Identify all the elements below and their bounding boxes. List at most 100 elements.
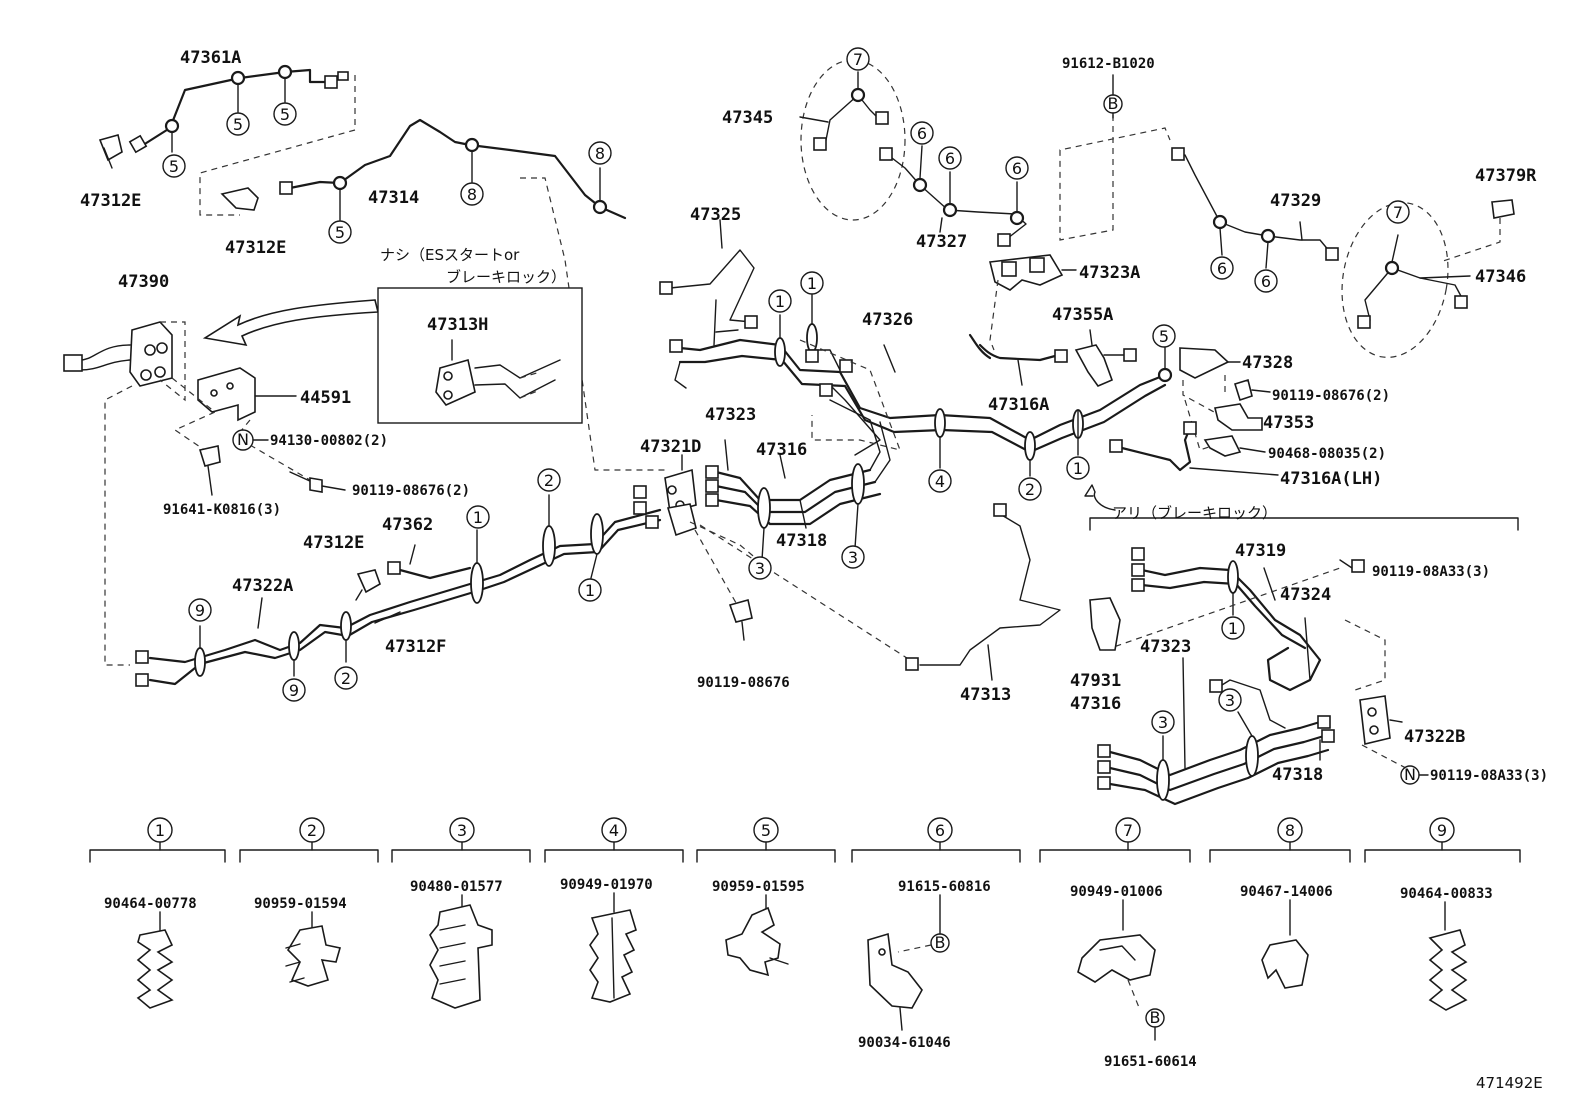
clip-90468 <box>1203 435 1266 457</box>
tube-group-right-lower <box>1097 657 1335 806</box>
svg-text:8: 8 <box>595 144 605 163</box>
label-47325: 47325 <box>690 205 741 225</box>
legend-part-6: 91615-60816 <box>898 879 991 895</box>
label-47313H: 47313H <box>427 315 488 335</box>
label-47312E-c: 47312E <box>303 533 364 553</box>
label-47316-b: 47316 <box>1070 694 1121 714</box>
label-47326: 47326 <box>862 310 913 330</box>
label-47390: 47390 <box>118 272 169 292</box>
bolt-90119-a <box>289 471 346 493</box>
label-47312E-b: 47312E <box>225 238 286 258</box>
label-90119-right: 90119-08A33(3) <box>1430 768 1548 784</box>
hose-47316A-LH <box>1109 421 1279 476</box>
tube-47346 <box>1341 202 1471 358</box>
legend-item-8: 8 90467-14006 <box>1240 817 1333 989</box>
legend-part-4: 90949-01970 <box>560 877 653 893</box>
direction-arrow <box>202 299 380 347</box>
label-47316: 47316 <box>756 440 807 460</box>
tube-group-right <box>1131 547 1322 692</box>
callout-circles: 5 5 5 5 8 8 1 2 1 9 9 2 3 3 1 1 4 2 1 7 … <box>162 47 1420 785</box>
tube-47362 <box>387 544 472 580</box>
label-90119-08676: 90119-08676 <box>697 675 790 691</box>
svg-text:3: 3 <box>848 548 858 567</box>
bracket-44591 <box>197 367 297 422</box>
label-90119-a: 90119-08676(2) <box>352 483 470 499</box>
legend-num-1: 1 <box>155 821 165 840</box>
note-nashi-2: ブレーキロック） <box>446 268 566 286</box>
label-90468: 90468-08035(2) <box>1268 446 1386 462</box>
clamp-47312E-c <box>355 569 381 601</box>
legend-item-1: 1 90464-00778 <box>104 817 197 1009</box>
label-47318-a: 47318 <box>776 531 827 551</box>
legend-item-6: 6 91615-60816 B 90034-61046 <box>858 817 991 1051</box>
callout-N-left: N <box>237 430 249 449</box>
svg-text:6: 6 <box>917 124 927 143</box>
cap-47379R <box>1439 199 1515 263</box>
bracket-47355A <box>1074 329 1137 387</box>
svg-text:6: 6 <box>1012 159 1022 178</box>
legend-item-2: 2 90959-01594 <box>254 817 347 987</box>
label-47327: 47327 <box>916 232 967 252</box>
legend-extra-7: 91651-60614 <box>1104 1054 1197 1070</box>
label-47329: 47329 <box>1270 191 1321 211</box>
clips-lower-left <box>194 494 604 677</box>
label-47379R: 47379R <box>1475 166 1537 186</box>
legend-num-4: 4 <box>609 821 619 840</box>
svg-text:3: 3 <box>1158 713 1168 732</box>
junction-47321D <box>633 454 697 537</box>
legend-num-6: 6 <box>935 821 945 840</box>
tube-47313 <box>905 503 1061 681</box>
label-91612: 91612-B1020 <box>1062 56 1155 72</box>
clip-47931 <box>1089 597 1121 651</box>
label-47312E-a: 47312E <box>80 191 141 211</box>
bolt-90119-b <box>1233 378 1271 402</box>
svg-text:5: 5 <box>1159 327 1169 346</box>
tube-47325 <box>659 219 758 346</box>
legend-part-7: 90949-01006 <box>1070 884 1163 900</box>
tube-group-center <box>705 399 891 561</box>
svg-text:5: 5 <box>280 105 290 124</box>
label-47316A: 47316A <box>988 395 1049 415</box>
svg-text:5: 5 <box>233 115 243 134</box>
svg-text:1: 1 <box>585 581 595 600</box>
legend-part-1: 90464-00778 <box>104 896 197 912</box>
legend-num-5: 5 <box>761 821 771 840</box>
svg-text:3: 3 <box>755 559 765 578</box>
label-90119-08A33: 90119-08A33(3) <box>1372 564 1490 580</box>
legend-num-8: 8 <box>1285 821 1295 840</box>
label-47323A: 47323A <box>1079 263 1140 283</box>
label-47361A: 47361A <box>180 48 241 68</box>
valve-47390 <box>63 321 173 387</box>
tube-47314 <box>220 118 627 221</box>
label-47323-a: 47323 <box>705 405 756 425</box>
hose-47316A <box>968 333 1068 386</box>
label-47355A: 47355A <box>1052 305 1113 325</box>
svg-text:9: 9 <box>195 601 205 620</box>
svg-text:6: 6 <box>1261 272 1271 291</box>
svg-text:9: 9 <box>289 681 299 700</box>
svg-text:8: 8 <box>467 185 477 204</box>
label-47362: 47362 <box>382 515 433 535</box>
svg-text:3: 3 <box>1225 691 1235 710</box>
bracket-47328 <box>1157 344 1241 383</box>
note-ari: アリ（ブレーキロック） <box>1112 504 1277 522</box>
legend-extra-6: 90034-61046 <box>858 1035 951 1051</box>
legend-part-9: 90464-00833 <box>1400 886 1493 902</box>
svg-text:2: 2 <box>341 669 351 688</box>
clamp-47312E-a <box>98 134 123 169</box>
label-47322A: 47322A <box>232 576 293 596</box>
legend-num-2: 2 <box>307 821 317 840</box>
legend-num-7: 7 <box>1123 821 1133 840</box>
label-91641: 91641-K0816(3) <box>163 502 281 518</box>
legend-part-5: 90959-01595 <box>712 879 805 895</box>
label-47328: 47328 <box>1242 353 1293 373</box>
label-47346: 47346 <box>1475 267 1526 287</box>
svg-text:7: 7 <box>1393 203 1403 222</box>
svg-text:1: 1 <box>1073 459 1083 478</box>
label-44591: 44591 <box>300 388 351 408</box>
tube-47327 <box>879 145 1027 247</box>
label-47314: 47314 <box>368 188 419 208</box>
callout-B-top: B <box>1108 94 1119 113</box>
svg-text:1: 1 <box>473 508 483 527</box>
